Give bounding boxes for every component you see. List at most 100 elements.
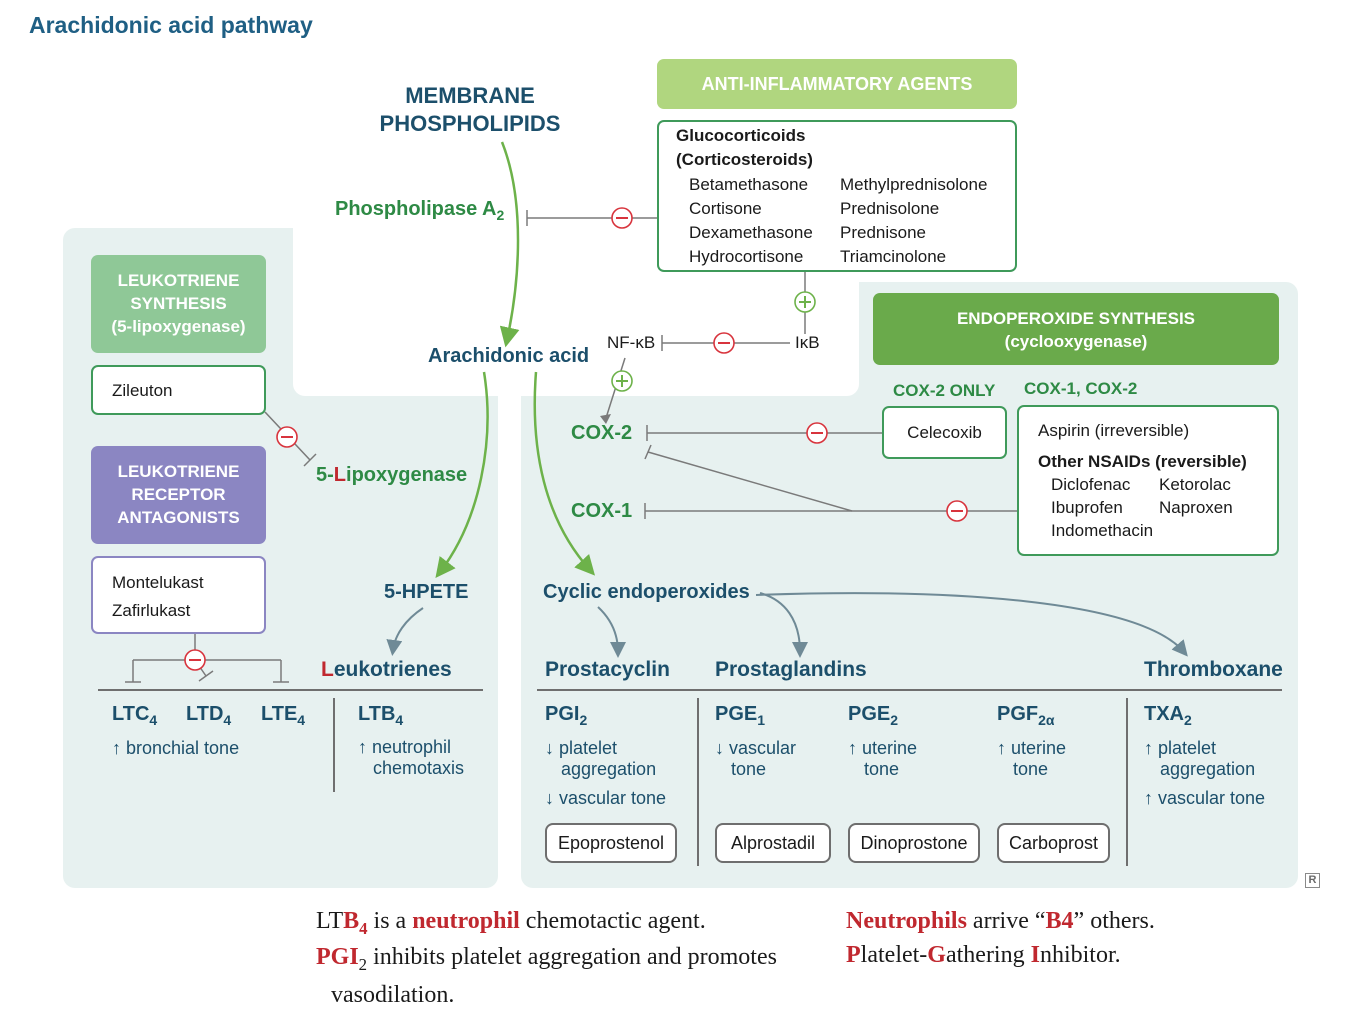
pge2-effects: ↑ uterine tone: [848, 738, 917, 780]
pgf2a: PGF2α: [997, 703, 1055, 728]
drug-betamethasone: Betamethasone: [689, 175, 809, 194]
mnem1-d: ” others.: [1073, 908, 1155, 934]
leukotrienes-rest: eukotrienes: [333, 658, 452, 681]
leukotrienes-label: Leukotrienes: [321, 658, 452, 682]
pgi2: PGI2: [545, 703, 587, 728]
pge1-label: PGE: [715, 703, 758, 725]
glucocorticoids-line2: (Corticosteroids): [676, 150, 813, 169]
drug-ketorolac: Ketorolac: [1159, 475, 1231, 494]
ltb4: LTB4: [358, 703, 403, 728]
mnem2-e: I: [1030, 942, 1040, 968]
prostanoid-col-divider-2: [1126, 698, 1128, 866]
pge2-label: PGE: [848, 703, 891, 725]
note1-d: neutrophil: [412, 908, 520, 934]
drug-prednisone: Prednisone: [840, 223, 927, 242]
leukotriene-synthesis-line3: (5-lipoxygenase): [111, 317, 246, 336]
5-lipoxygenase: 5-Lipoxygenase: [316, 464, 467, 487]
drug-montelukast: Montelukast: [112, 573, 204, 592]
leukotrienes-red-letter: L: [321, 658, 334, 681]
lipox-red-letter: L: [333, 464, 347, 486]
mnem1-a: Neutrophils: [846, 908, 967, 934]
membrane-phospholipids: MEMBRANE PHOSPHOLIPIDS: [370, 82, 570, 138]
zileuton-box: Zileuton: [91, 365, 266, 415]
note1-a: LT: [316, 908, 344, 934]
pgi-sub: 2: [579, 712, 588, 728]
endoperoxide-line2: (cyclooxygenase): [1004, 332, 1148, 351]
leukotriene-col-divider: [333, 698, 335, 792]
nsaids-list-left: Diclofenac Ibuprofen Indomethacin: [1051, 473, 1153, 542]
pgi2-effects: ↓ platelet aggregation ↓ vascular tone: [545, 738, 666, 809]
lipox-rest: ipoxygenase: [346, 464, 468, 486]
drug-ibuprofen: Ibuprofen: [1051, 498, 1123, 517]
txa-eff-1: ↑ platelet: [1144, 738, 1217, 758]
anti-inflammatory-header: ANTI-INFLAMMATORY AGENTS: [657, 59, 1017, 109]
note1-b: B: [343, 908, 360, 934]
pge2: PGE2: [848, 703, 898, 728]
drug-aspirin: Aspirin (irreversible): [1038, 421, 1190, 440]
note-ltb4: LTB4 is a neutrophil chemotactic agent.: [316, 908, 706, 939]
neutrophil-line1: ↑ neutrophil: [358, 737, 452, 757]
mnem1-b: arrive “: [966, 908, 1046, 934]
mnem1-c: B4: [1045, 908, 1074, 934]
pge1: PGE1: [715, 703, 765, 728]
neutrophil-line2: chemotaxis: [373, 758, 465, 778]
endoperoxide-header: ENDOPEROXIDE SYNTHESIS (cyclooxygenase): [873, 293, 1279, 365]
prostanoid-divider: [537, 689, 1282, 691]
drug-triamcinolone: Triamcinolone: [840, 247, 947, 266]
lte-label: LTE: [261, 703, 298, 725]
mnemonic-b4: Neutrophils arrive “B4” others.: [846, 908, 1155, 935]
mnemonic-pgi: Platelet-Gathering Inhibitor.: [846, 942, 1121, 969]
pgi-eff-1: ↓ platelet: [545, 738, 618, 758]
leukotriene-synthesis-line1: LEUKOTRIENE: [117, 271, 240, 290]
prostaglandins-label: Prostaglandins: [715, 658, 867, 681]
glucocorticoids-box: [657, 120, 1017, 272]
ltd-label: LTD: [186, 703, 224, 725]
drug-zileuton: Zileuton: [112, 381, 173, 400]
ltb-label: LTB: [358, 703, 396, 725]
prostanoid-col-divider-1: [697, 698, 699, 866]
cox2-only-label: COX-2 ONLY: [893, 381, 996, 400]
note-pgi2: PGI2 inhibits platelet aggregation and p…: [316, 942, 777, 1011]
note1-c: is a: [367, 908, 413, 934]
drug-prednisolone: Prednisolone: [840, 199, 940, 218]
mnem2-f: nhibitor.: [1039, 942, 1121, 968]
pge1-effects: ↓ vascular tone: [715, 738, 796, 780]
cox1-label: COX-1: [571, 500, 633, 522]
bronchial-tone: ↑ bronchial tone: [112, 738, 240, 758]
leukotriene-synthesis-header: LEUKOTRIENE SYNTHESIS (5-lipoxygenase): [91, 255, 266, 353]
nsaids-list-right: Ketorolac Naproxen: [1159, 473, 1233, 519]
ltd4: LTD4: [186, 703, 231, 728]
note2-c: vasodilation.: [331, 981, 455, 1008]
txa-sub: 2: [1184, 712, 1192, 728]
lt-antagonists-line3: ANTAGONISTS: [117, 508, 240, 527]
glucocorticoids-label: Glucocorticoids (Corticosteroids): [676, 124, 813, 172]
txa2: TXA2: [1144, 703, 1192, 728]
lte-sub: 4: [297, 712, 306, 728]
anti-inflammatory-header-label: ANTI-INFLAMMATORY AGENTS: [701, 74, 973, 94]
lt-antagonists-line2: RECEPTOR: [131, 485, 226, 504]
note2-a: PGI: [316, 944, 359, 970]
pgf-eff-2: tone: [1013, 759, 1049, 779]
nsaids-header: Other NSAIDs (reversible): [1038, 452, 1247, 471]
drug-dexamethasone: Dexamethasone: [689, 223, 813, 242]
glucocorticoids-line1: Glucocorticoids: [676, 126, 806, 145]
mnem2-c: G: [927, 942, 946, 968]
pgf-label: PGF: [997, 703, 1039, 725]
glucocorticoid-list-left: Betamethasone Cortisone Dexamethasone Hy…: [689, 173, 813, 269]
drug-cortisone: Cortisone: [689, 199, 762, 218]
membrane-line1: MEMBRANE: [405, 83, 535, 108]
cox2-label: COX-2: [571, 422, 633, 444]
phospholipase-a2: Phospholipase A2: [335, 198, 504, 223]
mnem2-d: athering: [945, 942, 1031, 968]
ltc4: LTC4: [112, 703, 157, 728]
celecoxib-box: Celecoxib: [882, 406, 1007, 459]
drug-dinoprostone: Dinoprostone: [848, 823, 980, 863]
pgi-eff-3: ↓ vascular tone: [545, 788, 667, 808]
txa-eff-2: aggregation: [1160, 759, 1256, 779]
leukotriene-synthesis-line2: SYNTHESIS: [130, 294, 227, 313]
drug-methylprednisolone: Methylprednisolone: [840, 175, 988, 194]
pge2-eff-1: ↑ uterine: [848, 738, 918, 758]
pgf-eff-1: ↑ uterine: [997, 738, 1067, 758]
membrane-line2: PHOSPHOLIPIDS: [379, 111, 561, 136]
